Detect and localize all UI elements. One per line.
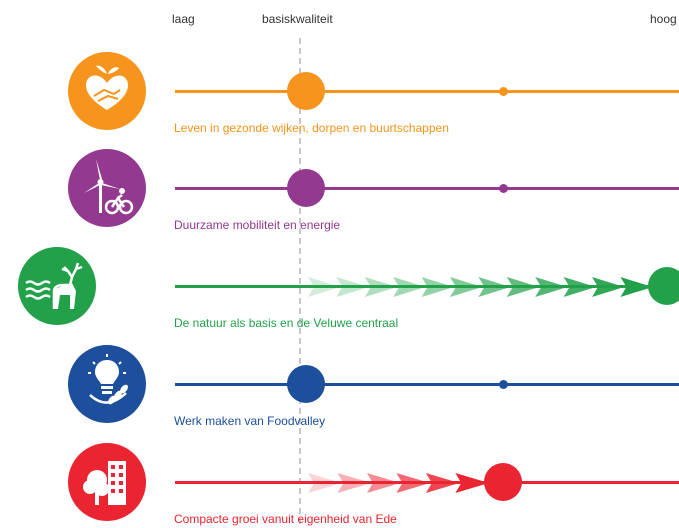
target-level-marker xyxy=(498,379,508,389)
theme-track-line xyxy=(175,90,679,93)
progress-chevron xyxy=(478,277,511,297)
target-level-marker xyxy=(484,463,522,501)
progress-chevron xyxy=(592,277,625,297)
scale-low-label: laag xyxy=(172,12,195,26)
target-level-marker xyxy=(498,183,508,193)
progress-chevron xyxy=(396,473,431,493)
current-level-marker xyxy=(287,72,326,110)
progress-chevron xyxy=(426,473,460,493)
progress-arrows xyxy=(308,277,653,297)
progress-chevron xyxy=(506,277,540,297)
deer-water-icon xyxy=(18,247,96,325)
progress-chevron xyxy=(393,277,426,297)
wind-turbine-cyclist-icon xyxy=(68,149,146,227)
theme-row: Werk maken van Foodvalley xyxy=(0,340,679,430)
progress-chevron xyxy=(367,473,401,493)
progress-chevron xyxy=(455,473,489,493)
progress-chevron xyxy=(337,473,372,493)
tree-building-icon xyxy=(68,443,146,521)
theme-row: Duurzame mobiliteit en energie xyxy=(0,144,679,234)
theme-label: Leven in gezonde wijken, dorpen en buurt… xyxy=(174,121,449,135)
progress-chevron xyxy=(535,277,568,297)
theme-row: De natuur als basis en de Veluwe centraa… xyxy=(0,242,679,332)
scale-base-label: basiskwaliteit xyxy=(262,12,333,26)
apple-heart-hands-icon xyxy=(68,52,146,130)
progress-chevron xyxy=(336,277,369,297)
progress-chevron xyxy=(308,473,342,493)
progress-arrows xyxy=(308,473,489,493)
progress-chevron xyxy=(563,277,597,297)
theme-label: Werk maken van Foodvalley xyxy=(174,414,326,428)
target-level-marker xyxy=(498,86,508,96)
theme-row: Leven in gezonde wijken, dorpen en buurt… xyxy=(0,47,679,137)
current-level-marker xyxy=(287,169,326,207)
progress-chevron xyxy=(308,277,341,297)
progress-chevron xyxy=(421,277,455,297)
target-level-marker xyxy=(648,267,679,305)
current-level-marker xyxy=(287,365,326,403)
theme-label: De natuur als basis en de Veluwe centraa… xyxy=(174,316,399,330)
progress-chevron xyxy=(620,277,653,297)
scale-high-label: hoog xyxy=(650,12,677,26)
theme-label: Compacte groei vanuit eigenheid van Ede xyxy=(174,512,397,526)
theme-track-line xyxy=(175,383,679,386)
progress-chevron xyxy=(364,277,398,297)
lightbulb-wheat-icon xyxy=(68,345,146,423)
theme-row: Compacte groei vanuit eigenheid van Ede xyxy=(0,438,679,528)
theme-label: Duurzame mobiliteit en energie xyxy=(174,218,341,232)
progress-chevron xyxy=(450,277,483,297)
theme-track-line xyxy=(175,187,679,190)
theme-track-line xyxy=(175,285,679,288)
